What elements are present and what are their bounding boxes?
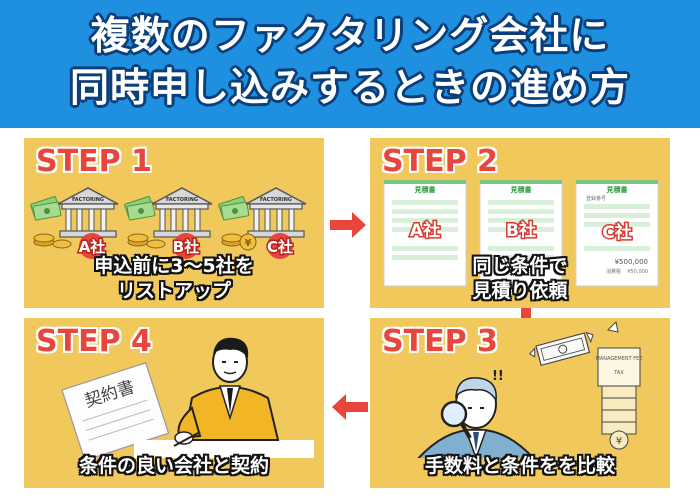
title-banner: 複数のファクタリング会社に 同時申し込みするときの進め方	[0, 0, 700, 128]
doc-small-text-c: 登録番号	[586, 195, 606, 202]
doc-tax-amount-c: ¥50,000	[627, 269, 648, 275]
company-c-group: FACTORING ¥ C社	[218, 187, 307, 259]
step-1-label: STEP 1	[36, 144, 152, 179]
money-bills-icon	[218, 196, 250, 221]
coins-icon: ¥	[221, 233, 257, 251]
doc-label-b: B社	[506, 220, 536, 241]
money-bills-icon	[124, 196, 156, 221]
company-label-b: B社	[173, 238, 199, 256]
title-line-2: 同時申し込みするときの進め方	[69, 66, 630, 111]
step-1-caption-line-2: リストアップ	[116, 280, 231, 302]
step-2-illustration: 見積書 A社 見積書 B社 見積書 登録番号	[383, 179, 659, 287]
stack-yen-symbol: ¥	[616, 436, 622, 447]
step-4-panel: STEP 4 契約書 条件の良い会社と契約	[24, 318, 324, 488]
money-bills-icon	[30, 196, 62, 221]
contract-document-icon: 契約書	[61, 362, 170, 458]
arrow-right	[330, 212, 366, 238]
title-line-1: 複数のファクタリング会社に	[90, 14, 610, 59]
bank-sign-b: FACTORING	[166, 197, 198, 203]
flying-banknote-icon	[529, 331, 594, 367]
money-stack-icon: MANAGEMENT FEE TAX ¥	[596, 347, 643, 450]
step-2-panel: STEP 2 見積書 A社 見積書 B社	[370, 138, 670, 308]
bank-sign-a: FACTORING	[72, 197, 104, 203]
step-3-label: STEP 3	[382, 324, 498, 359]
yen-coin-symbol: ¥	[245, 238, 252, 249]
step-1-caption-line-1: 申込前に3～5社を	[94, 255, 254, 277]
businessman-signing-icon	[134, 337, 314, 458]
bank-building-icon: FACTORING	[151, 187, 213, 238]
arrow-left	[332, 394, 368, 420]
step-2-caption: 同じ条件で 見積り依頼	[370, 254, 670, 304]
company-label-c: C社	[267, 238, 293, 256]
step-4-illustration: 契約書	[61, 337, 314, 458]
estimate-document-icon: 見積書 B社	[479, 179, 563, 287]
bank-building-icon: FACTORING	[245, 187, 307, 238]
step-3-panel: STEP 3 MANAGEMENT FEE TAX ¥ !!	[370, 318, 670, 488]
company-label-a: A社	[79, 238, 106, 256]
doc-title-a: 見積書	[414, 185, 436, 194]
doc-label-a: A社	[410, 220, 440, 241]
step-1-panel: STEP 1 FACTORING	[24, 138, 324, 308]
doc-title-c: 見積書	[606, 185, 628, 194]
coins-icon	[33, 233, 72, 249]
doc-label-c: C社	[602, 222, 631, 243]
exclamation-mark: !!	[492, 369, 504, 384]
company-a-group: FACTORING A社	[30, 187, 119, 259]
company-badge-a	[79, 233, 105, 259]
step-3-caption: 手数料と条件をを比較	[424, 455, 615, 477]
company-b-group: FACTORING B社	[124, 187, 213, 259]
bank-building-icon: FACTORING	[57, 187, 119, 238]
flying-banknote-icon	[606, 320, 619, 333]
step-2-caption-line-2: 見積り依頼	[472, 280, 568, 302]
step-1-caption: 申込前に3～5社を リストアップ	[24, 254, 324, 304]
company-badge-c	[267, 233, 293, 259]
step-1-illustration: FACTORING A社	[30, 187, 307, 259]
step-2-caption-line-1: 同じ条件で	[472, 255, 568, 277]
doc-title-b: 見積書	[510, 185, 532, 194]
businessman-magnifier-icon	[417, 377, 535, 458]
company-badge-b	[173, 233, 199, 259]
estimate-document-icon: 見積書 登録番号 C社 ¥500,000 消費税 ¥50,000	[575, 179, 659, 287]
stack-label: MANAGEMENT FEE	[596, 356, 643, 362]
step-2-label: STEP 2	[382, 144, 498, 179]
doc-tax-c: 消費税	[606, 268, 621, 275]
step-4-label: STEP 4	[36, 324, 152, 359]
estimate-document-icon: 見積書 A社	[383, 179, 467, 287]
step-3-illustration: MANAGEMENT FEE TAX ¥ !!	[417, 320, 643, 458]
doc-amount-c: ¥500,000	[615, 258, 648, 266]
stack-sub-label: TAX	[613, 370, 624, 376]
step-4-caption: 条件の良い会社と契約	[78, 455, 269, 477]
coins-icon	[127, 233, 166, 249]
bank-sign-c: FACTORING	[260, 197, 292, 203]
